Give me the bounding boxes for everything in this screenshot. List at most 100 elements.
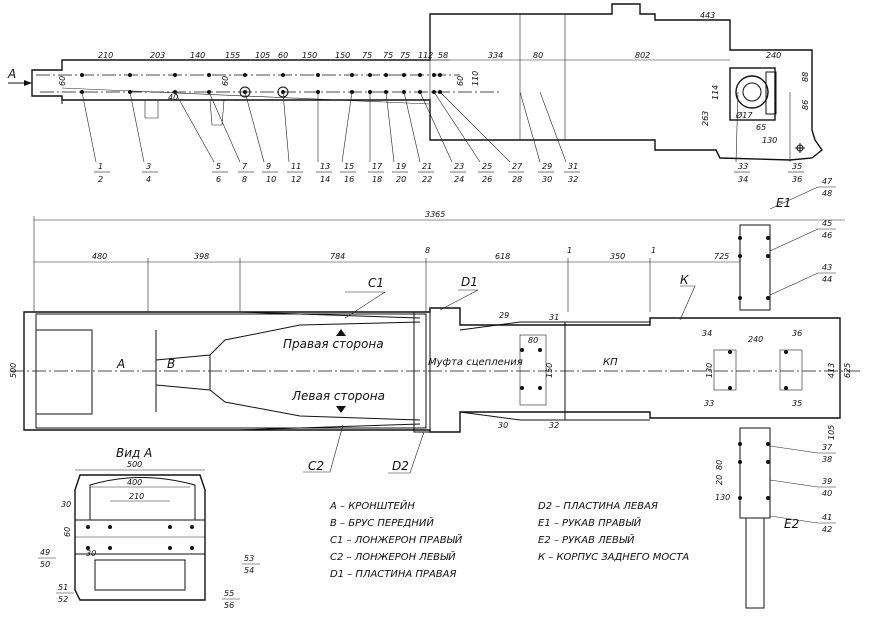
callout-even-32: 32 <box>568 175 578 184</box>
plan-point <box>538 348 542 352</box>
view-a-point <box>168 525 172 529</box>
side-callout-47: 47 <box>822 177 833 186</box>
svg-text:86: 86 <box>801 100 810 110</box>
callout-even-14: 14 <box>320 175 330 184</box>
point-upper <box>402 73 406 77</box>
plan-point <box>766 460 770 464</box>
point-upper <box>432 73 436 77</box>
svg-text:80: 80 <box>715 460 724 470</box>
callout-even-18: 18 <box>372 175 382 184</box>
leader <box>208 91 241 163</box>
leader <box>735 91 739 163</box>
plan-point <box>738 460 742 464</box>
plan-seg-2: 784 <box>330 252 345 261</box>
plan-point <box>784 350 788 354</box>
top-dim-8: 75 <box>362 51 372 60</box>
view-a-callout-53: 53 <box>244 554 254 563</box>
hole-callout-35: 35 <box>792 399 802 408</box>
plan-point <box>520 348 524 352</box>
callout-odd-9: 9 <box>266 162 271 171</box>
plan-seg-7: 1 <box>651 246 656 255</box>
side-callout-40: 40 <box>822 489 832 498</box>
view-a-point <box>190 546 194 550</box>
plan-point <box>766 296 770 300</box>
callout-odd-7: 7 <box>242 162 248 171</box>
leader <box>519 91 541 163</box>
view-a: Вид А 500 400 210 30 60 30 4950515253545… <box>38 446 260 610</box>
plan-point <box>738 496 742 500</box>
side-callout-37: 37 <box>822 443 833 452</box>
point-upper <box>128 73 132 77</box>
legend-left-4: D1 – ПЛАСТИНА ПРАВАЯ <box>330 569 457 580</box>
svg-text:60: 60 <box>221 76 230 86</box>
view-a-callout-52: 52 <box>58 595 68 604</box>
label-b: В <box>167 357 175 371</box>
callout-even-22: 22 <box>422 175 432 184</box>
top-dim-9: 75 <box>383 51 393 60</box>
view-a-point <box>190 525 194 529</box>
leader <box>81 91 97 163</box>
view-a-point <box>86 525 90 529</box>
leader <box>385 91 395 163</box>
svg-text:413: 413 <box>827 363 836 378</box>
label-clutch: Муфта сцепления <box>428 357 523 368</box>
label-e2: Е2 <box>784 517 799 531</box>
top-dim-12: 58 <box>438 51 448 60</box>
callout-even-30: 30 <box>542 175 552 184</box>
plan-seg-8: 725 <box>714 252 729 261</box>
leader <box>439 91 511 163</box>
plan-seg-3: 8 <box>425 246 430 255</box>
label-left-side: Левая сторона <box>291 389 385 403</box>
plan-point <box>738 296 742 300</box>
plan-point <box>784 386 788 390</box>
point-upper <box>438 73 442 77</box>
label-c1: С1 <box>368 276 384 290</box>
callout-even-10: 10 <box>266 175 276 184</box>
top-dim-13: 334 <box>488 51 503 60</box>
label-a: А <box>116 357 125 371</box>
plan-seg-0: 480 <box>92 252 107 261</box>
svg-text:150: 150 <box>545 363 554 378</box>
plan-point <box>738 236 742 240</box>
view-a-callout-51: 51 <box>58 583 68 592</box>
leader <box>403 91 421 163</box>
leader <box>341 91 353 163</box>
callout-even-24: 24 <box>454 175 464 184</box>
view-a-callout-50: 50 <box>40 560 50 569</box>
hole-callout-36: 36 <box>792 329 802 338</box>
svg-text:88: 88 <box>801 72 810 82</box>
point-upper <box>384 73 388 77</box>
svg-text:80: 80 <box>528 336 538 345</box>
total-length: 3365 <box>425 210 445 219</box>
hole-callout-31: 31 <box>549 313 559 322</box>
measure-points <box>80 73 442 98</box>
callout-odd-19: 19 <box>396 162 406 171</box>
callout-even-36: 36 <box>792 175 802 184</box>
label-d1: D1 <box>461 275 478 289</box>
svg-text:60: 60 <box>456 76 465 86</box>
point-upper <box>207 73 211 77</box>
legend-right-2: Е2 – РУКАВ ЛЕВЫЙ <box>538 533 635 546</box>
plan-seg-4: 618 <box>495 252 510 261</box>
svg-text:500: 500 <box>9 363 18 378</box>
legend-left-2: С1 – ЛОНЖЕРОН ПРАВЫЙ <box>330 533 463 546</box>
svg-text:500: 500 <box>127 460 142 469</box>
callout-odd-29: 29 <box>542 162 552 171</box>
top-dim-5: 60 <box>278 51 288 60</box>
legend-left-0: А – КРОНШТЕЙН <box>329 499 415 512</box>
point-upper <box>418 73 422 77</box>
plan-point <box>520 386 524 390</box>
side-callout-43: 43 <box>822 263 832 272</box>
label-c2: С2 <box>308 459 324 473</box>
plan-point <box>766 496 770 500</box>
svg-text:105: 105 <box>827 425 836 440</box>
point-upper <box>350 73 354 77</box>
legend-right-0: D2 – ПЛАСТИНА ЛЕВАЯ <box>538 501 658 512</box>
callout-even-20: 20 <box>396 175 406 184</box>
leader <box>419 91 453 163</box>
view-a-callout-49: 49 <box>40 548 50 557</box>
side-callout-45: 45 <box>822 219 832 228</box>
top-dim-10: 75 <box>400 51 410 60</box>
